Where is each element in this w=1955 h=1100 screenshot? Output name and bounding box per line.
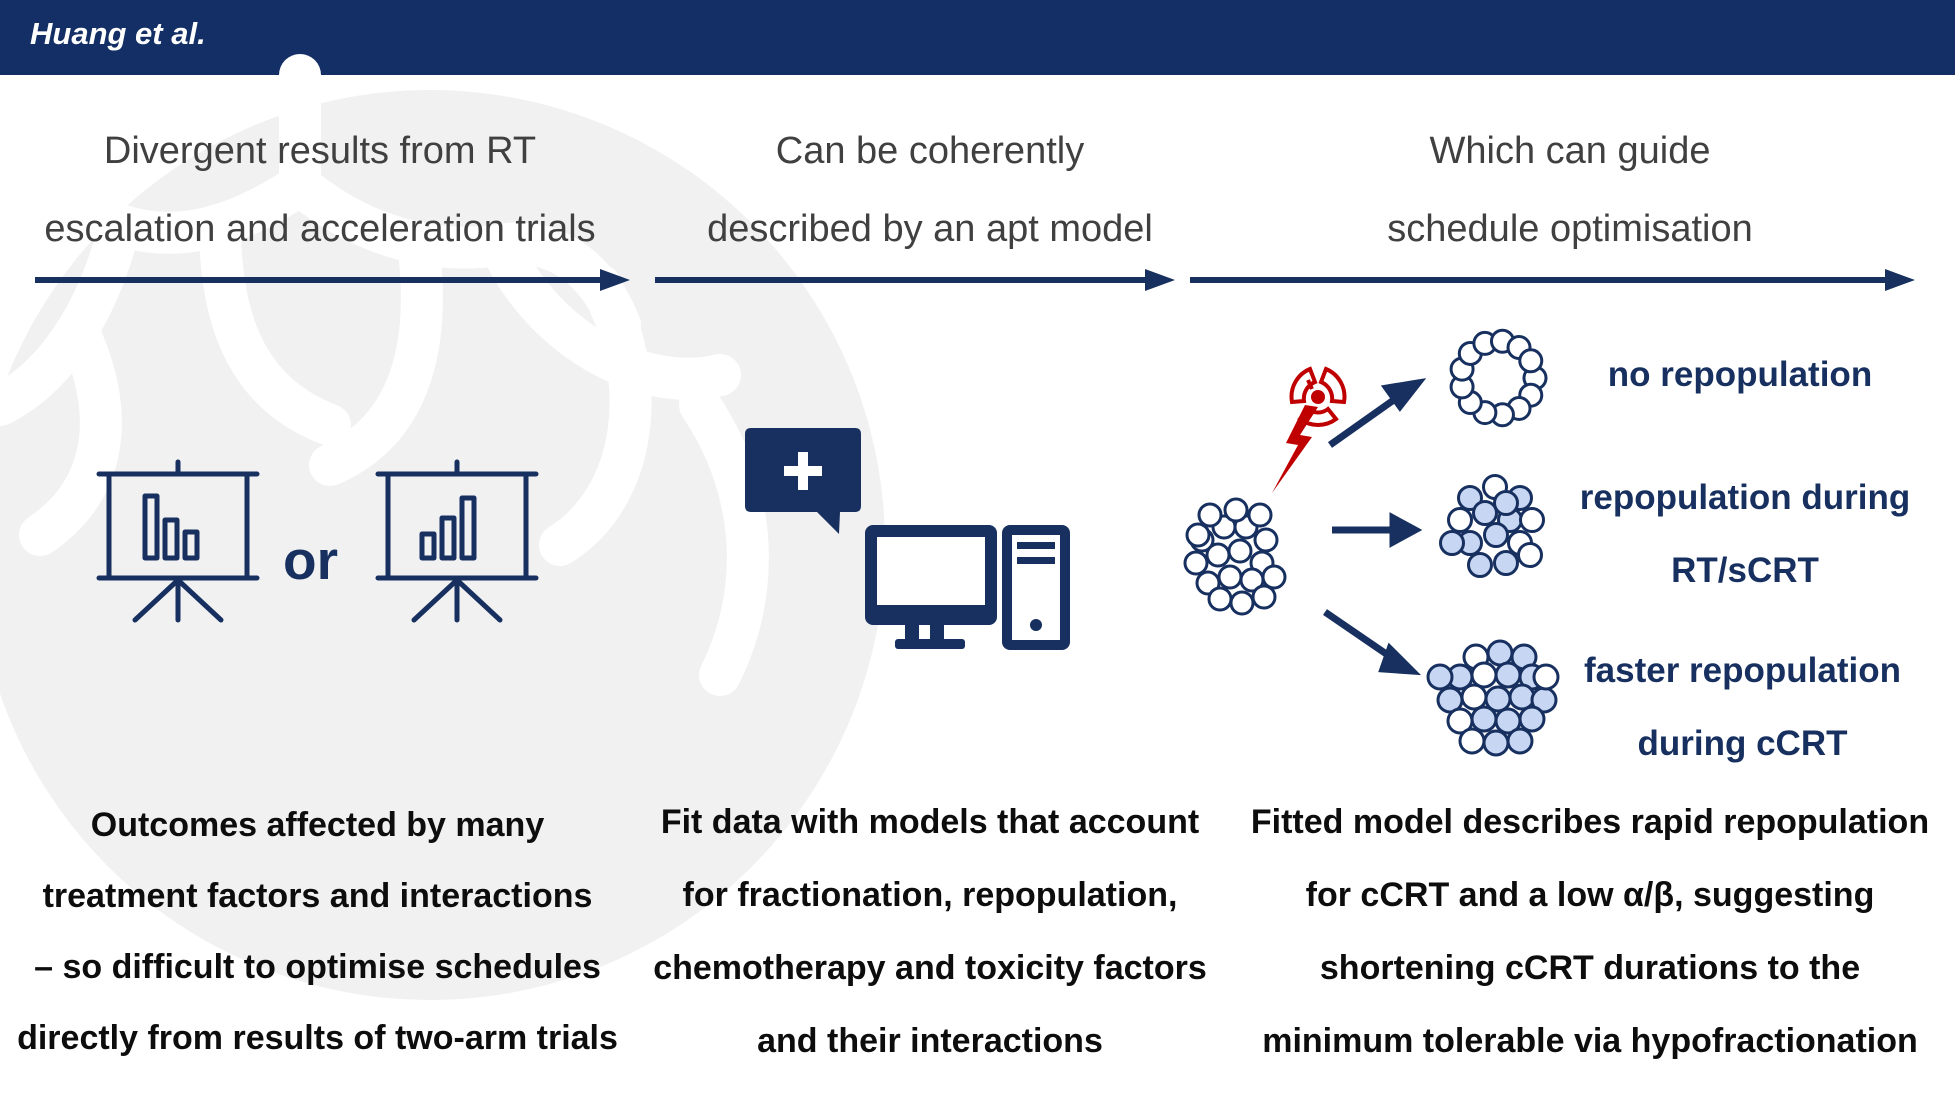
tumour-cell [1247,502,1273,528]
radiation-hazard-icon [1289,366,1347,427]
column3-body-line3: shortening cCRT durations to the [1319,949,1861,987]
column3-body: Fitted model describes rapid repopulatio… [1240,786,1940,1078]
tumour-cell [1183,550,1209,576]
faster-repopulation-line1: faster repopulation [1584,651,1901,690]
repopulated-cell [1519,507,1545,533]
column2-body: Fit data with models that account for fr… [640,786,1220,1078]
flow-arrow-1 [35,269,630,291]
or-label: or [283,529,338,591]
column3-body-line1: Fitted model describes rapid repopulatio… [1250,803,1930,841]
arrow-head-repop-rt [1389,512,1423,548]
fast-repopulated-cell [1460,683,1488,711]
repopulated-cell [1467,552,1493,578]
fast-repopulated-cell [1458,727,1486,755]
repopulation-rt-line2: RT/sCRT [1671,551,1819,590]
chat-plus-icon [745,428,861,534]
column2-body-line2: for fractionation, repopulation, [682,876,1178,914]
column1-heading-line2: escalation and acceleration trials [44,208,596,250]
tumour-cell [1185,522,1211,548]
column2-body-line4: and their interactions [757,1022,1103,1060]
fast-repopulated-cell [1470,661,1498,689]
tumour-cell [1227,538,1253,564]
author-title: Huang et al. [30,16,206,51]
fast-repopulated-cell [1486,639,1514,667]
column2-body-line1: Fit data with models that account [660,803,1200,841]
repopulated-cell [1517,542,1543,568]
repopulation-rt-line1: repopulation during [1579,478,1911,517]
column3-heading-line2: schedule optimisation [1387,208,1753,250]
header-bar: Huang et al. [0,0,1955,75]
repopulated-cell [1472,500,1498,526]
fast-repopulated-cell [1506,727,1534,755]
fast-repopulated-cell [1482,729,1510,757]
no-repopulation-text: no repopulation [1607,355,1873,394]
tumour-cell [1207,586,1233,612]
column3-body-line4: minimum tolerable via hypofractionation [1262,1022,1918,1060]
lightning-bolt-icon [1272,405,1318,493]
column1-body-line3: – so difficult to optimise schedules [34,948,601,986]
column2-heading-line1: Can be coherently [775,130,1085,172]
desktop-computer-icon [865,525,1070,650]
arrow-head-faster-repop [1378,642,1422,676]
presentation-board-icon [375,459,539,623]
column2-heading-line2: described by an apt model [707,208,1153,250]
column1-body: Outcomes affected by many treatment fact… [5,790,630,1074]
repopulated-cell [1483,522,1509,548]
repopulated-cell [1493,490,1519,516]
tumour-cell [1253,527,1279,553]
column1-body-line4: directly from results of two-arm trials [17,1019,618,1057]
column3-heading: Which can guide schedule optimisation [1270,112,1870,268]
fast-repopulated-cell [1518,705,1546,733]
fast-repopulated-cell [1494,661,1522,689]
tumour-cell [1229,590,1255,616]
repopulated-cell [1447,507,1473,533]
fast-repopulated-cell [1470,705,1498,733]
repopulated-cell [1493,550,1519,576]
repopulated-cell [1457,485,1483,511]
column1-body-line2: treatment factors and interactions [42,877,593,915]
surviving-cell [1518,348,1544,374]
column3-body-line2: for cCRT and a low α/β, suggesting [1305,876,1875,914]
fast-repopulated-cell [1426,663,1454,691]
tumour-cell [1217,564,1243,590]
tumour-cell [1251,584,1277,610]
tumour-cell [1223,497,1249,523]
faster-repopulation-label: faster repopulation during cCRT [1570,634,1915,780]
tumour-cell [1261,564,1287,590]
faster-repopulation-line2: during cCRT [1637,724,1848,763]
tumour-cell [1205,542,1231,568]
presentation-board-icon [96,459,260,623]
column1-heading: Divergent results from RT escalation and… [20,112,620,268]
column2-heading: Can be coherently described by an apt mo… [635,112,1225,268]
column3-heading-line1: Which can guide [1429,130,1711,172]
flow-arrow-3 [1190,269,1915,291]
column1-heading-line1: Divergent results from RT [103,130,537,172]
arrow-head-no-repop [1380,378,1427,412]
flow-arrow-2 [655,269,1175,291]
fast-repopulated-cell [1532,663,1560,691]
repopulated-cell [1439,530,1465,556]
repopulation-rt-label: repopulation during RT/sCRT [1570,461,1920,607]
column2-body-line3: chemotherapy and toxicity factors [653,949,1207,987]
repopulation-diagram [1183,328,1560,757]
fast-repopulated-cell [1508,683,1536,711]
no-repopulation-label: no repopulation [1580,338,1900,411]
column1-body-line1: Outcomes affected by many [90,806,545,844]
tumour-cell [1197,502,1223,528]
